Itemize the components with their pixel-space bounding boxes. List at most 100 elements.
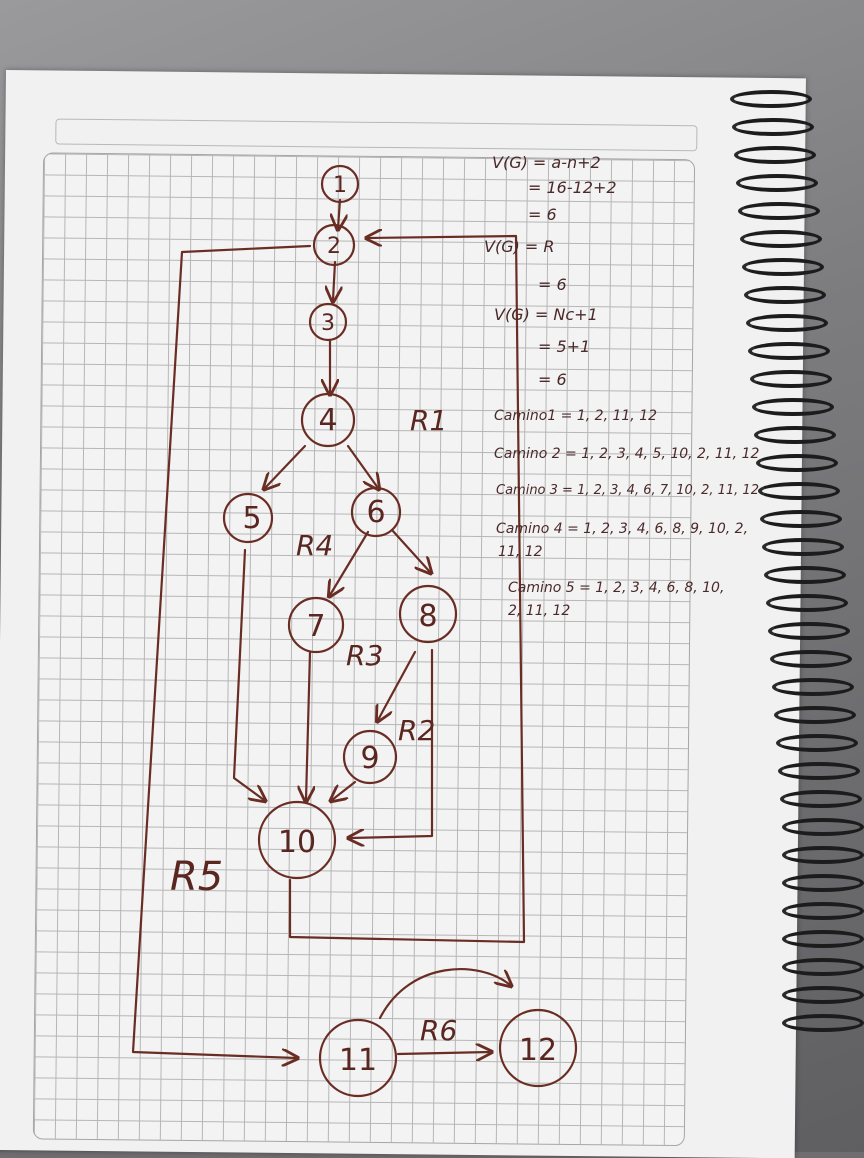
node-9-circle [342,729,398,785]
node-4-circle [300,392,356,448]
note-path1: Camino1 = 1, 2, 11, 12 [494,408,657,424]
node-12-circle [498,1008,578,1088]
note-path3: Camino 3 = 1, 2, 3, 4, 6, 7, 10, 2, 11, … [496,483,759,498]
note-path5-line2: 2, 11, 12 [508,603,570,619]
spiral-coil [774,706,856,724]
edge-4-5 [265,444,307,488]
edge-4-6 [346,444,378,488]
node-6-label: 6 [366,495,385,530]
node-3-label: 3 [321,311,335,336]
spiral-coil [764,566,846,584]
spiral-coil [782,818,864,836]
spiral-coil [782,902,864,920]
edge-1-2 [338,198,340,228]
spiral-coil [782,958,864,976]
node-2-circle [312,223,356,267]
node-9-label: 9 [360,741,379,776]
spiral-coil [768,622,850,640]
note-formula3-line1: V(G) = Nc+1 [494,305,598,324]
handwritten-notes: V(G) = a-n+2 = 16-12+2 = 6 V(G) = R = 6 … [484,153,759,619]
spiral-coil [782,874,864,892]
node-8-label: 8 [418,599,437,634]
spiral-coil [782,930,864,948]
spiral-coil [770,650,852,668]
spiral-binding [726,90,864,1090]
spiral-coil [738,202,820,220]
spiral-coil [766,594,848,612]
spiral-coil [760,510,842,528]
node-5-circle [222,492,274,544]
region-r5-label: R5 [170,854,223,900]
spiral-coil [740,230,822,248]
spiral-coil [732,118,814,136]
region-r4-label: R4 [296,529,333,562]
node-4-label: 4 [318,403,337,438]
spiral-coil [780,790,862,808]
edge-8-10 [350,648,434,838]
spiral-coil [758,482,840,500]
note-formula2-line1: V(G) = R [484,237,555,256]
edge-11-12 [396,1052,490,1054]
spiral-coil [782,1014,864,1032]
spiral-coil [778,762,860,780]
edge-7-10 [306,650,310,800]
edge-2-3 [333,260,335,300]
node-5-label: 5 [242,501,261,536]
spiral-coil [776,734,858,752]
node-10-circle [257,800,337,880]
node-7-circle [287,596,345,654]
note-path4-line2: 11, 12 [498,544,543,560]
note-formula1-line2: = 16-12+2 [528,178,617,197]
spiral-coil [744,286,826,304]
note-formula1-line1: V(G) = a-n+2 [492,153,601,172]
spiral-coil [752,398,834,416]
node-11-circle [318,1018,398,1098]
note-path2: Camino 2 = 1, 2, 3, 4, 5, 10, 2, 11, 12 [494,446,759,462]
spiral-coil [734,146,816,164]
note-path5-line1: Camino 5 = 1, 2, 3, 4, 6, 8, 10, [508,580,724,596]
note-formula2-line2: = 6 [538,275,567,294]
spiral-coil [754,426,836,444]
spiral-coil [750,370,832,388]
edge-10-2 [288,236,526,944]
edge-5-10 [232,548,264,800]
spiral-coil [756,454,838,472]
node-3-circle [308,302,348,342]
node-1-label: 1 [333,173,347,198]
edge-6-7 [330,530,370,595]
region-r2-label: R2 [398,714,435,747]
node-6-circle [350,486,402,538]
region-r1-label: R1 [410,404,447,437]
node-12-label: 12 [519,1033,557,1068]
note-formula3-line3: = 6 [538,370,567,389]
spiral-coil [772,678,854,696]
graph-nodes: 1 2 3 4 5 6 7 8 9 10 11 12 [222,164,578,1098]
node-11-label: 11 [339,1043,377,1078]
note-formula1-line3: = 6 [528,205,557,224]
region-r3-label: R3 [346,639,383,672]
spiral-coil [736,174,818,192]
region-r6-label: R6 [420,1014,457,1047]
edge-8-9 [378,650,417,720]
node-8-circle [398,584,458,644]
node-2-label: 2 [327,234,341,259]
spiral-coil [782,846,864,864]
note-path4-line1: Camino 4 = 1, 2, 3, 4, 6, 8, 9, 10, 2, [496,521,748,537]
node-1-circle [320,164,360,204]
graph-edges [131,198,526,1058]
node-7-label: 7 [306,609,325,644]
spiral-coil [742,258,824,276]
spiral-coil [748,342,830,360]
edge-11-12-curved [378,968,510,1020]
spiral-coil [762,538,844,556]
edge-9-10 [332,780,357,800]
edge-2-11 [131,244,312,1058]
spiral-coil [746,314,828,332]
note-formula3-line2: = 5+1 [538,337,590,356]
edge-6-8 [390,528,430,572]
node-10-label: 10 [278,825,316,860]
spiral-coil [782,986,864,1004]
spiral-coil [730,90,812,108]
region-labels: R1 R2 R3 R4 R5 R6 [170,404,457,1047]
